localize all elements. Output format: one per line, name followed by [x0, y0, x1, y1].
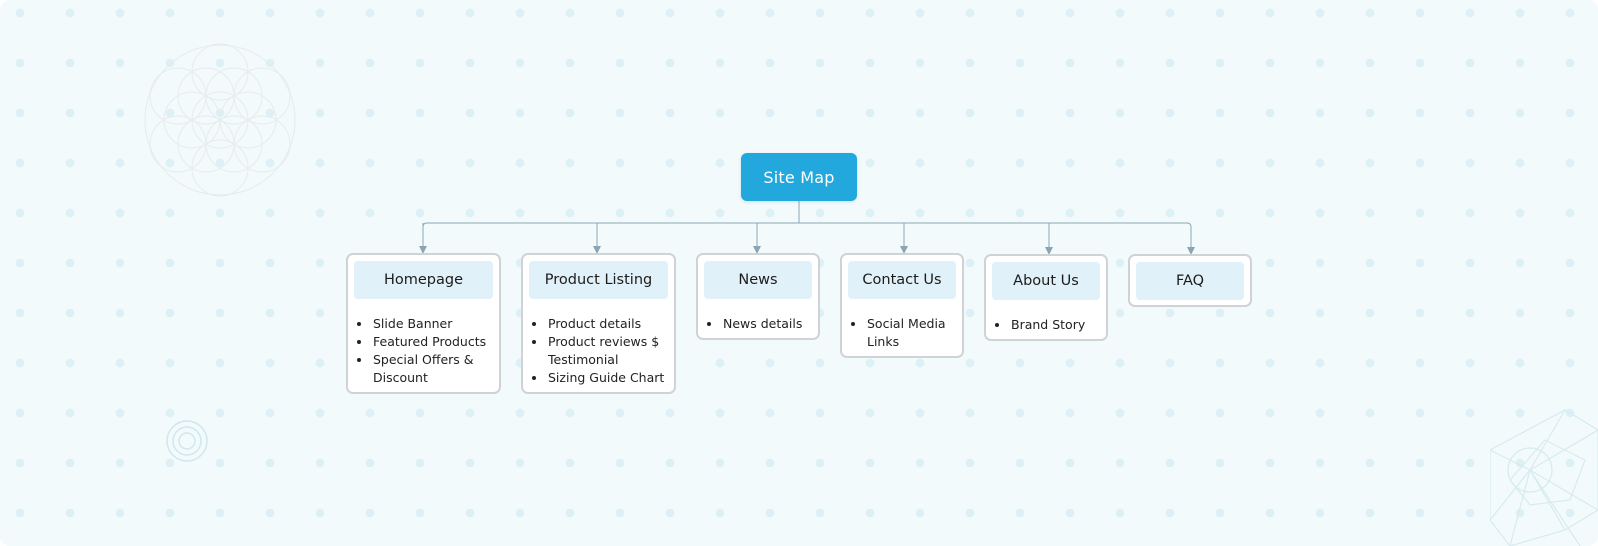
section-title-homepage: Homepage [354, 261, 493, 299]
section-title-product-listing: Product Listing [529, 261, 668, 299]
section-title-news: News [704, 261, 812, 299]
section-card-about-us: About Us Brand Story [984, 254, 1108, 341]
section-items-about-us: Brand Story [992, 316, 1100, 334]
section-title-contact-us: Contact Us [848, 261, 956, 299]
concentric-circles [166, 420, 208, 462]
section-card-product-listing: Product Listing Product details Product … [521, 253, 676, 394]
list-item: Brand Story [1010, 316, 1100, 334]
section-items-news: News details [704, 315, 812, 333]
section-card-contact-us: Contact Us Social Media Links [840, 253, 964, 358]
section-card-news: News News details [696, 253, 820, 340]
list-item: Product reviews $ Testimonial [547, 333, 668, 369]
section-card-homepage: Homepage Slide Banner Featured Products … [346, 253, 501, 394]
section-card-faq: FAQ [1128, 254, 1252, 307]
section-title-about-us: About Us [992, 262, 1100, 300]
section-title-faq: FAQ [1136, 262, 1244, 300]
site-map-root-node: Site Map [741, 153, 857, 201]
list-item: Special Offers & Discount [372, 351, 493, 387]
section-items-homepage: Slide Banner Featured Products Special O… [354, 315, 493, 387]
list-item: News details [722, 315, 812, 333]
list-item: Social Media Links [866, 315, 956, 351]
section-items-product-listing: Product details Product reviews $ Testim… [529, 315, 668, 387]
geometric-corner-pattern [1490, 409, 1598, 546]
geometric-flower-pattern [144, 43, 296, 197]
list-item: Featured Products [372, 333, 493, 351]
section-items-contact-us: Social Media Links [848, 315, 956, 351]
list-item: Product details [547, 315, 668, 333]
list-item: Sizing Guide Chart [547, 369, 668, 387]
list-item: Slide Banner [372, 315, 493, 333]
